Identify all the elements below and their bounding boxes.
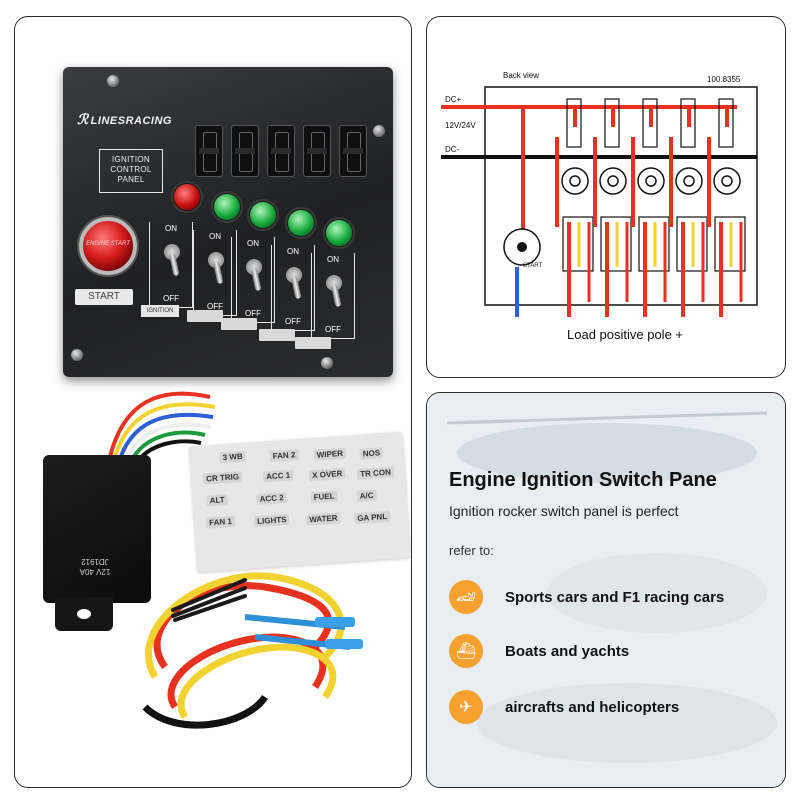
green-indicator-light <box>214 194 240 220</box>
refer-to-label: refer to: <box>449 543 494 558</box>
info-card: Engine Ignition Switch Pane Ignition roc… <box>426 392 786 788</box>
start-label: START <box>75 289 133 305</box>
dc-minus-label: DC- <box>445 145 460 154</box>
start-label: START <box>523 263 543 269</box>
green-indicator-light <box>250 202 276 228</box>
fuse-holder[interactable] <box>303 125 331 177</box>
diagram-channel <box>593 98 632 317</box>
background-photo <box>427 393 785 787</box>
fuse-holder[interactable] <box>195 125 223 177</box>
toggle-icon[interactable] <box>286 267 302 283</box>
dc-plus-label: DC+ <box>445 95 462 104</box>
diagram-channel <box>707 98 746 317</box>
blank-tag <box>259 329 295 341</box>
relay-mount <box>55 597 113 631</box>
use-case-item: 🏎 Sports cars and F1 racing cars <box>449 579 724 615</box>
relay-module <box>43 455 151 603</box>
green-indicator-light <box>288 210 314 236</box>
toggle-switch-3[interactable]: ON OFF <box>231 237 275 323</box>
plane-icon: ✈ <box>449 690 483 724</box>
fuse-holder[interactable] <box>339 125 367 177</box>
toggle-switch-4[interactable]: ON OFF <box>271 245 315 331</box>
info-title: Engine Ignition Switch Pane <box>449 469 717 491</box>
fuse-holder[interactable] <box>267 125 295 177</box>
voltage-label: 12V/24V <box>445 121 476 130</box>
toggle-icon[interactable] <box>208 252 224 268</box>
wiring-diagram <box>441 86 758 317</box>
mounting-screws <box>165 572 255 622</box>
ship-icon: ⛴ <box>449 634 483 668</box>
toggle-icon[interactable] <box>164 244 180 260</box>
fuse-holder[interactable] <box>231 125 259 177</box>
diagram-channel <box>669 98 708 317</box>
back-view-label: Back view <box>503 71 540 80</box>
info-subtitle: Ignition rocker switch panel is perfect <box>449 503 679 519</box>
engine-start-button[interactable]: ENGINE START <box>79 217 137 275</box>
toggle-icon[interactable] <box>246 259 262 275</box>
use-case-item: ✈ aircrafts and helicopters <box>449 689 679 725</box>
blank-tag <box>187 310 223 322</box>
use-case-item: ⛴ Boats and yachts <box>449 633 629 669</box>
load-positive-label: Load positive pole + <box>567 327 684 342</box>
diagram-channel <box>631 98 670 317</box>
toggle-icon[interactable] <box>326 275 342 291</box>
screw-icon <box>107 75 119 87</box>
red-indicator-light <box>174 184 200 210</box>
label-sticker-sheet: 3 WB FAN 2 WIPER NOS CR TRIG ACC 1 X OVE… <box>188 431 411 573</box>
green-indicator-light <box>326 220 352 246</box>
blank-tag <box>295 337 331 349</box>
toggle-switch-5[interactable]: ON OFF <box>311 253 355 339</box>
toggle-switch-2[interactable]: ON OFF <box>193 230 237 316</box>
toggle-switch-1[interactable]: ON OFF <box>149 222 193 308</box>
diagram-channel <box>555 98 594 317</box>
ignition-tag: IGNITION <box>141 305 179 317</box>
screw-icon <box>321 357 333 369</box>
wiring-diagram-card: Back view 100.8355 DC+ 12V/24V DC- START… <box>426 16 786 378</box>
diagram-code: 100.8355 <box>707 75 741 84</box>
diagram-channels <box>555 98 746 317</box>
panel-label: IGNITION CONTROL PANEL <box>99 149 163 193</box>
car-icon: 🏎 <box>449 580 483 614</box>
screw-icon <box>373 125 385 137</box>
blank-tag <box>221 318 257 330</box>
relay-label: 12V 40A JD1912 <box>79 557 111 577</box>
screw-icon <box>71 349 83 361</box>
